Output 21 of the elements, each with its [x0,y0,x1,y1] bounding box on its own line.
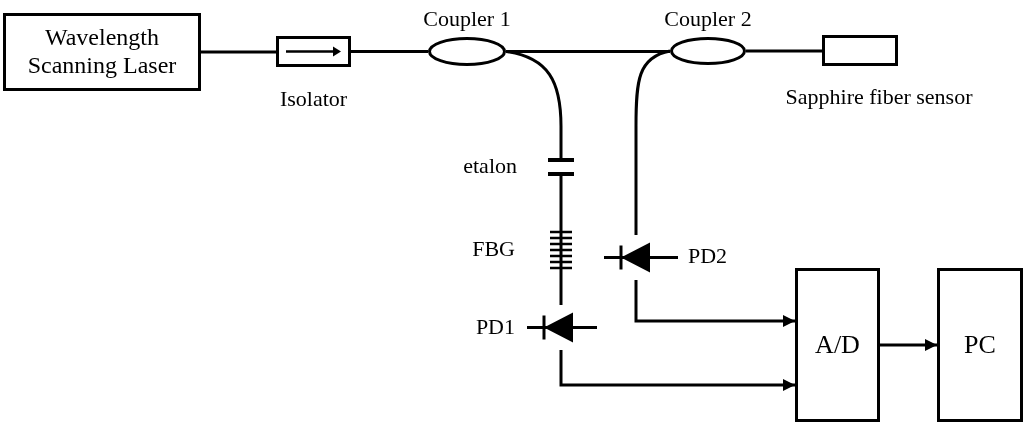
process-box: PC [937,268,1023,422]
fiber-line [746,49,822,53]
component-label: Sapphire fiber sensor [784,83,974,111]
component-label: PD1 [474,313,515,341]
component-label: PD2 [688,242,729,270]
signal-arrow [634,280,795,327]
process-box: A/D [795,268,880,422]
fiber-line [559,178,563,228]
signal-arrow [880,339,937,351]
component-label: Coupler 1 [422,5,512,33]
component-label: FBG [471,235,515,263]
fiber-line [505,50,563,156]
fiber-line [634,49,671,235]
fiber-line [351,50,428,53]
component-label: etalon [462,152,517,180]
fiber-line [559,272,563,305]
process-box: Wavelength Scanning Laser [3,13,201,91]
component-label: Isolator [278,85,349,113]
component-label: Coupler 2 [663,5,753,33]
signal-arrow [559,350,795,391]
fiber-line [201,50,276,54]
